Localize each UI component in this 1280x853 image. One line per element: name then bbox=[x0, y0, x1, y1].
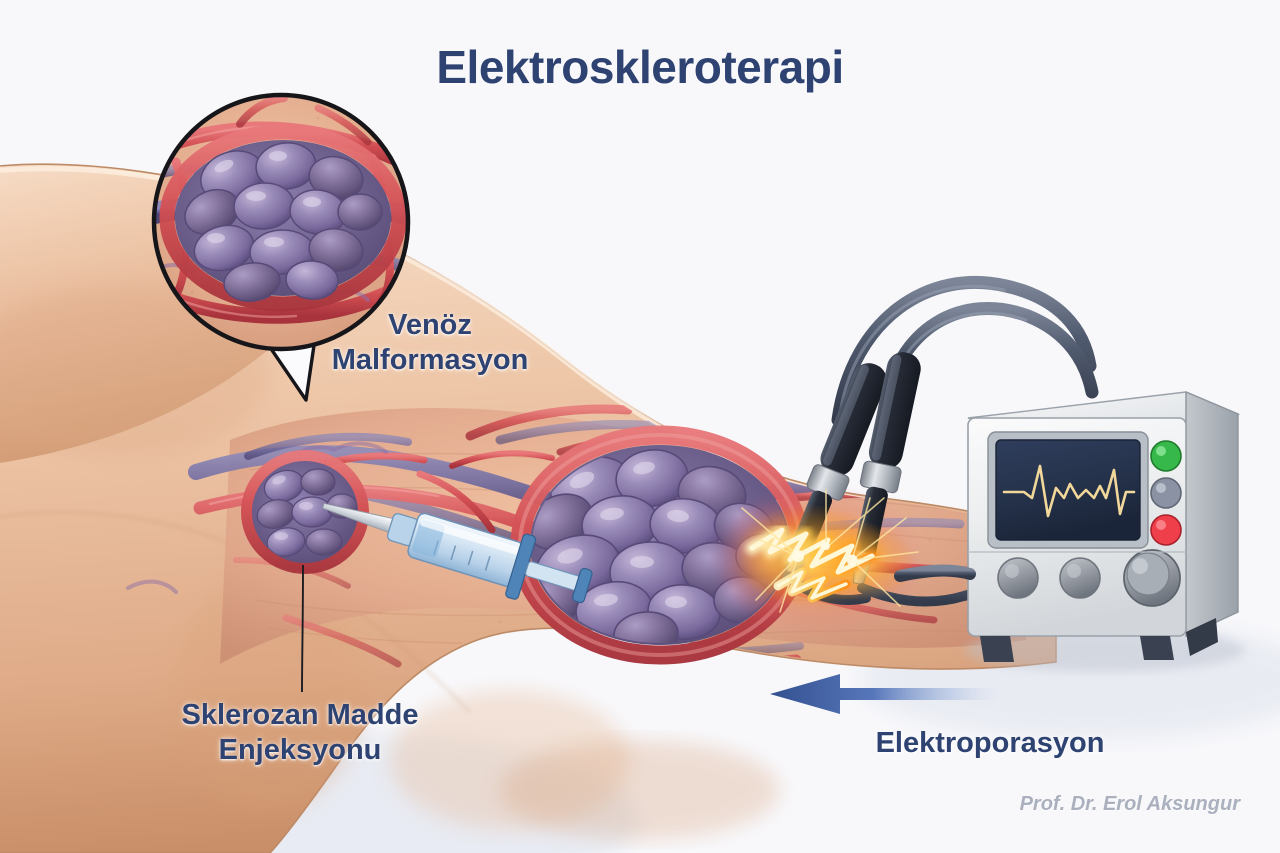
electroporation-device bbox=[894, 390, 1245, 672]
label-sclerosant-line1: Sklerozan Madde bbox=[181, 699, 419, 731]
direction-arrow bbox=[770, 674, 1000, 714]
electroporation-zone bbox=[706, 275, 1099, 638]
waveform-trace bbox=[1002, 464, 1136, 518]
knob-1 bbox=[997, 557, 1039, 599]
led-red bbox=[1150, 514, 1182, 546]
page-title: Elektroskleroterapi bbox=[436, 41, 844, 93]
label-sclerosant-injection: Sklerozan Madde Enjeksyonu bbox=[150, 698, 450, 769]
label-venous-malformation-line1: Venöz bbox=[388, 309, 472, 341]
callout-magnifier bbox=[151, 92, 411, 402]
led-gray bbox=[1150, 477, 1182, 509]
label-venous-malformation-line2: Malformasyon bbox=[331, 344, 529, 377]
syringe bbox=[322, 502, 593, 604]
label-sclerosant-line2: Enjeksyonu bbox=[218, 734, 382, 767]
label-venous-malformation: Venöz Malformasyon bbox=[305, 308, 555, 379]
label-electroporation: Elektroporasyon bbox=[875, 727, 1105, 759]
led-green bbox=[1150, 440, 1182, 472]
sclerosant-leader-line bbox=[301, 564, 304, 693]
author-signature: Prof. Dr. Erol Aksungur bbox=[1019, 793, 1240, 815]
knob-2 bbox=[1059, 557, 1101, 599]
